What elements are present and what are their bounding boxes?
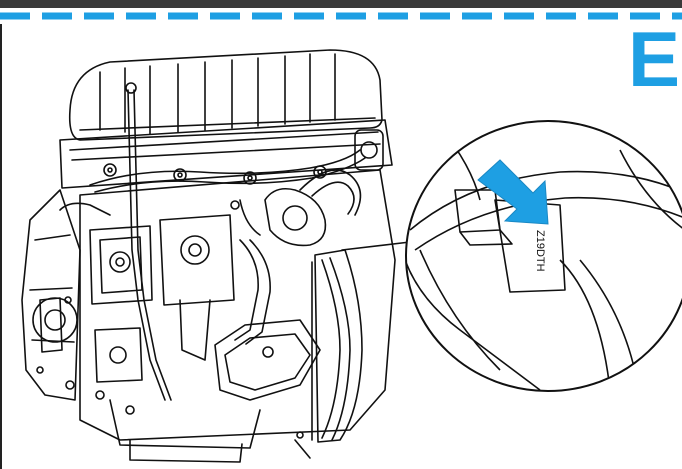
section-letter: E [627,15,680,103]
engine-diagram: Z19DTH [21,49,682,463]
engine-code-label: Z19DTH [534,230,546,272]
down-right-arrow-icon [477,159,549,225]
dashed-separator [0,8,682,24]
top-bar [0,0,682,8]
detail-callout: Z19DTH [405,120,682,392]
frame-left-border [0,24,2,469]
